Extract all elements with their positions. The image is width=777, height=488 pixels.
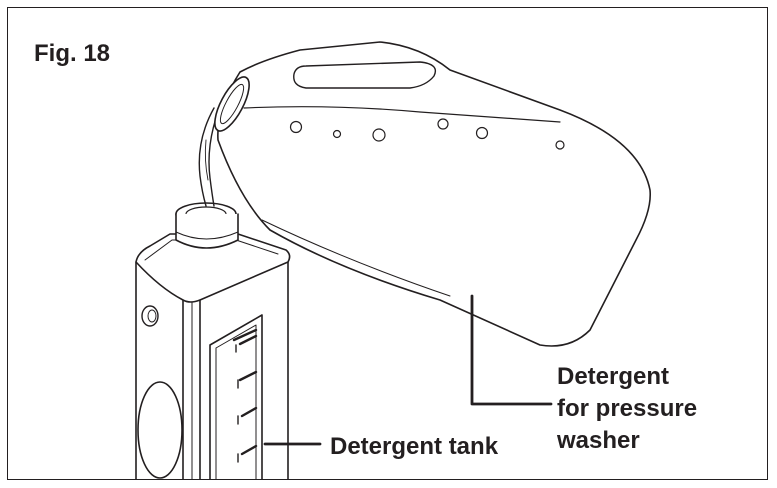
detergent-callout-line: washer [557, 427, 640, 454]
figure-frame [7, 7, 768, 480]
liquid-stream-icon [198, 107, 219, 207]
detergent-callout-line: Detergent [557, 363, 670, 390]
detergent-tank-callout: Detergent tank [330, 433, 499, 460]
detergent-tank-icon [135, 202, 291, 479]
detergent-callout-line: for pressure [557, 395, 698, 422]
figure-number: Fig. 18 [34, 40, 111, 67]
detergent-jug-icon [214, 41, 652, 347]
jug-leader-line [470, 294, 553, 406]
